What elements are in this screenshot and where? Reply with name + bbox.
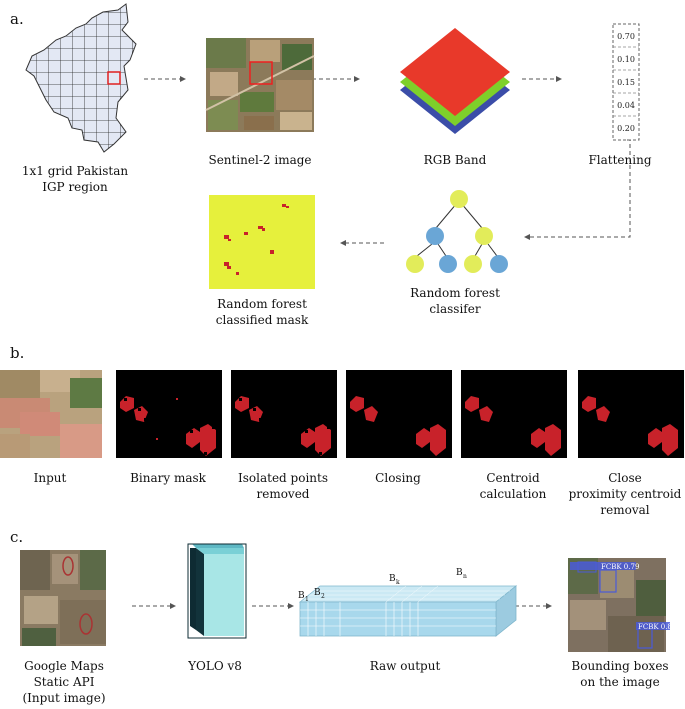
flatten-value: 0.10: [617, 55, 635, 64]
caption-input: Input: [33, 471, 67, 485]
section-b-diagram: [0, 370, 684, 458]
tensor-label-b2-sub: 2: [321, 593, 325, 600]
mask-panel: [231, 370, 337, 458]
flatten-value: 0.20: [617, 124, 635, 133]
mask-panel: [578, 370, 684, 458]
tensor-label-b1: B: [298, 591, 305, 601]
section-c-label: c.: [10, 528, 24, 546]
detection-label: FCBK 0.82: [638, 623, 676, 631]
bounding-box-image: FCBK 0.79 FCBK 0.82: [568, 558, 676, 652]
caption-sentinel: Sentinel-2 image: [208, 153, 312, 167]
section-b-label: b.: [10, 344, 25, 362]
yolo-block: [187, 543, 247, 639]
caption-raw-output: Raw output: [369, 659, 441, 673]
mask-panel: [116, 370, 222, 458]
section-a-diagram: 0.70 0.10 0.15 0.04 0.20: [25, 3, 640, 289]
raw-output-tensor: B 1 B 2 B k B n: [298, 568, 518, 637]
tensor-label-b2: B: [314, 588, 321, 598]
google-maps-image: [20, 550, 106, 646]
selected-grid-cell: [107, 71, 121, 85]
section-a-label: a.: [10, 10, 24, 28]
random-forest-tree: [406, 190, 508, 273]
tensor-label-bk-sub: k: [396, 579, 400, 586]
caption-yolo: YOLO v8: [188, 659, 242, 673]
tensor-label-bn-sub: n: [463, 573, 467, 580]
caption-rgb-band: RGB Band: [423, 153, 487, 167]
rgb-band-stack: [400, 28, 510, 134]
detection-label: FCBK 0.79: [601, 563, 639, 571]
caption-flattening: Flattening: [588, 153, 652, 167]
flattened-vector: 0.70 0.10 0.15 0.04 0.20: [612, 23, 640, 141]
mask-panel: [346, 370, 452, 458]
selected-region-box: [249, 61, 273, 85]
section-c-diagram: B 1 B 2 B k B n FCBK 0.79 FCBK 0.82: [20, 543, 676, 652]
sentinel-2-image: [205, 38, 315, 132]
flatten-value: 0.04: [617, 101, 635, 110]
input-image: [0, 370, 102, 458]
pakistan-grid-map: [25, 3, 137, 153]
flatten-value: 0.70: [617, 32, 635, 41]
caption-binary-mask: Binary mask: [130, 471, 206, 485]
mask-panel: [461, 370, 567, 458]
tensor-label-b1-sub: 1: [305, 596, 309, 603]
tensor-label-bn: B: [456, 568, 463, 578]
flatten-value: 0.15: [617, 78, 635, 87]
tensor-label-bk: B: [389, 574, 396, 584]
classified-mask: [209, 195, 315, 289]
caption-closing: Closing: [375, 471, 421, 485]
